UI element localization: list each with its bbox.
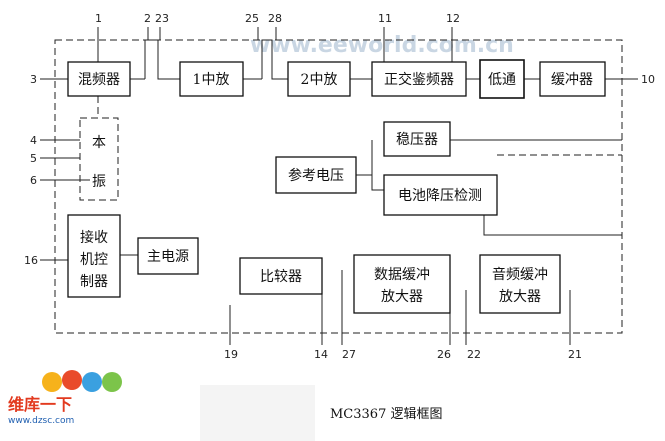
- figure-caption: MC3367 逻辑框图: [330, 407, 442, 422]
- battery-detect-block: [383, 174, 498, 216]
- pin-22: 22: [467, 348, 481, 361]
- pin-5: 5: [30, 152, 37, 165]
- rx-control-label-1: 接收: [80, 229, 108, 246]
- pin-19: 19: [224, 348, 238, 361]
- power-label: 主电源: [147, 249, 189, 265]
- if1-label: 1中放: [193, 72, 230, 88]
- regulator-label: 稳压器: [396, 132, 438, 148]
- vref-label: 参考电压: [288, 167, 344, 184]
- if1-block: [179, 61, 244, 97]
- pin-4: 4: [30, 134, 37, 147]
- rx-control-block: [67, 214, 121, 298]
- power-block: [137, 237, 199, 275]
- rx-control-label-3: 制器: [80, 274, 108, 290]
- pin-14: 14: [314, 348, 328, 361]
- rx-control-label-2: 机控: [80, 252, 108, 268]
- regulator-block: [383, 121, 451, 157]
- data-buffer-block: [353, 254, 451, 314]
- pin-10: 10: [641, 73, 655, 86]
- pin-28: 28: [268, 12, 282, 25]
- lowpass-block: [479, 59, 525, 99]
- vref-block: [275, 156, 357, 194]
- pin-11: 11: [378, 12, 392, 25]
- audio-buffer-label-2: 放大器: [499, 289, 541, 305]
- signal-wires: [40, 27, 638, 345]
- mixer-label: 混频器: [78, 72, 120, 88]
- comparator-block: [239, 257, 323, 295]
- data-buffer-label-1: 数据缓冲: [374, 267, 430, 283]
- pin-6: 6: [30, 174, 37, 187]
- battery-detect-label: 电池降压检测: [398, 188, 482, 204]
- buffer-label: 缓冲器: [551, 72, 593, 88]
- image-placeholder: [200, 385, 315, 441]
- if2-label: 2中放: [301, 72, 338, 88]
- logo-url: www.dzsc.com: [8, 416, 74, 426]
- pin-2: 2: [144, 12, 151, 25]
- quad-detector-block: [371, 61, 467, 97]
- pin-25: 25: [245, 12, 259, 25]
- if2-block: [287, 61, 351, 97]
- quad-detector-label: 正交鉴频器: [384, 71, 454, 88]
- audio-buffer-label-1: 音频缓冲: [492, 266, 548, 283]
- comparator-label: 比较器: [260, 269, 302, 285]
- logo-name: 维库一下: [8, 395, 72, 414]
- audio-buffer-block: [479, 254, 561, 314]
- pin-1: 1: [95, 12, 102, 25]
- pin-12: 12: [446, 12, 460, 25]
- oscillator-block: [79, 117, 119, 201]
- site-logo: 维库一下 www.dzsc.com: [8, 370, 122, 426]
- watermark: www.eeworld.com.cn: [250, 33, 514, 58]
- lowpass-label: 低通: [488, 72, 516, 88]
- oscillator-label-bottom: 振: [92, 174, 106, 190]
- pin-3: 3: [30, 73, 37, 86]
- data-buffer-label-2: 放大器: [381, 289, 423, 305]
- pin-27: 27: [342, 348, 356, 361]
- buffer-block: [539, 61, 606, 97]
- oscillator-label-top: 本: [92, 135, 106, 151]
- pin-21: 21: [568, 348, 582, 361]
- pin-23: 23: [155, 12, 169, 25]
- pin-16: 16: [24, 254, 38, 267]
- pin-26: 26: [437, 348, 451, 361]
- mixer-block: [67, 61, 131, 97]
- chip-boundary: [54, 39, 623, 334]
